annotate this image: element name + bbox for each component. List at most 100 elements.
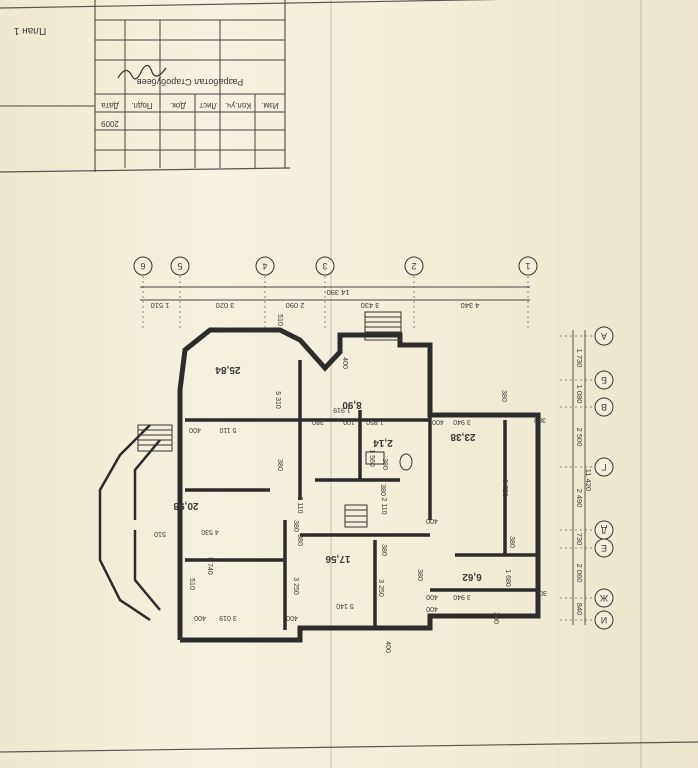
dim-segment: 730	[575, 533, 584, 546]
dim-segment: 1 510	[151, 301, 170, 310]
inner-dimension: 400	[384, 641, 391, 653]
room-area: 17,56	[325, 553, 350, 564]
dim-segment: 3 430	[361, 301, 380, 310]
axis-label: 6	[140, 261, 145, 271]
axis-label: 3	[322, 261, 327, 271]
axis-label: 4	[262, 261, 267, 271]
inner-dimension: 5 110	[219, 426, 236, 433]
axis-label: Б	[601, 375, 607, 385]
inner-dimension: 300	[535, 589, 547, 596]
inner-dimension: 380	[500, 390, 507, 402]
axis-label: В	[601, 402, 607, 412]
inner-dimension-labels: 510 400 5 310 1 919 1 100 380 5 110 380 400 3 940…	[154, 314, 547, 653]
inner-dimension: 380	[416, 569, 423, 581]
axis-label: Ж	[599, 593, 608, 603]
header-col: Док.	[170, 101, 186, 110]
axis-label: А	[601, 331, 607, 341]
exterior-walls	[177, 327, 541, 643]
inner-dimension: 1 919	[333, 406, 351, 413]
dim-segment: 2 500	[575, 428, 584, 447]
axis-label: Г	[601, 462, 606, 472]
inner-dimension: 380	[296, 534, 303, 546]
axis-label: 5	[177, 261, 182, 271]
inner-dimension: 380	[312, 418, 324, 425]
room-area: 2,14	[373, 437, 393, 448]
bay-window	[98, 424, 161, 622]
dim-segment: 4 340	[461, 301, 480, 310]
inner-dimension: 380	[508, 536, 515, 548]
inner-dimension: 5 140	[336, 602, 354, 609]
bath-fixtures	[365, 451, 413, 471]
header-col: Изм.	[261, 101, 278, 110]
room-area: 8,90	[342, 399, 362, 410]
inner-dimension: 510	[276, 314, 283, 326]
inner-dimension: 380	[380, 544, 387, 556]
dim-overall: 14 390	[327, 288, 350, 297]
signature-mark	[117, 64, 167, 80]
dim-segment: 1 730	[575, 349, 584, 368]
inner-dimension: 380	[276, 459, 283, 471]
inner-dimension: 5 720	[501, 479, 508, 497]
room-area: 20,98	[173, 500, 198, 511]
dim-segment: 2 090	[286, 301, 305, 310]
inner-dimension: 1 680	[504, 569, 511, 587]
developer-row: Разработал Старобубеев	[137, 77, 244, 87]
inner-dimension: 2 110	[380, 498, 387, 515]
inner-dimension: 400	[189, 426, 201, 433]
paper-fold	[330, 0, 332, 768]
room-area: 6,62	[462, 571, 482, 582]
inner-dimension: 380	[381, 458, 388, 470]
inner-dimension: 400	[341, 357, 348, 369]
inner-dimension: 5 310	[274, 391, 281, 409]
inner-dimension: 1 100	[343, 418, 361, 425]
dim-segment: 2 060	[575, 564, 584, 583]
inner-dimension: 400	[194, 614, 206, 621]
interior-walls	[185, 360, 538, 630]
inner-dimension: 400	[426, 593, 438, 600]
inner-dimension: 3 019	[219, 614, 237, 621]
inner-dimension: 400	[426, 517, 438, 524]
axis-label: 2	[411, 261, 416, 271]
header-col: Дата	[101, 101, 119, 110]
inner-dimension: 5 740	[206, 557, 213, 575]
inner-dimension: 380	[292, 520, 299, 532]
axis-label: Д	[601, 525, 607, 535]
plan-label: План 1	[13, 25, 46, 36]
inner-dimension: 400	[432, 418, 444, 425]
room-area: 23,38	[450, 431, 475, 442]
header-col: Кол.уч.	[225, 101, 251, 110]
inner-dimension: 2 110	[296, 497, 303, 514]
inner-dimension: 510	[188, 578, 195, 590]
inner-dimension: 510	[154, 530, 166, 537]
dim-overall: 11 420	[584, 469, 593, 491]
inner-dimension: 400	[286, 614, 298, 621]
inner-dimension: 380	[379, 484, 386, 496]
inner-dimension: 300	[534, 416, 546, 423]
header-col: Лист	[199, 101, 217, 110]
dim-segment: 2 490	[575, 489, 584, 508]
dim-segment: 1 080	[575, 385, 584, 404]
inner-dimension: 3 940	[453, 593, 471, 600]
inner-dimension: 400	[426, 605, 438, 612]
axis-label: И	[601, 615, 607, 625]
year-cell: 2009	[101, 119, 119, 128]
inner-dimension: 3 250	[377, 579, 384, 597]
dim-segment: 840	[575, 603, 584, 616]
inner-dimension: 4 530	[201, 528, 219, 535]
inner-dimension: 1 850	[366, 418, 384, 425]
axis-label: Е	[601, 543, 607, 553]
paper-fold	[640, 0, 642, 768]
axis-label: 1	[525, 261, 530, 271]
header-col: Подп.	[131, 101, 152, 110]
room-area: 25,84	[215, 364, 240, 375]
dimension-lines	[140, 286, 586, 625]
inner-dimension: 300	[492, 612, 499, 624]
inner-dimension: 1 560	[368, 449, 375, 467]
dim-segment: 3 020	[216, 301, 235, 310]
title-block-grid	[0, 19, 285, 168]
inner-dimension: 3 940	[453, 418, 471, 425]
stairs	[137, 311, 402, 528]
inner-dimension: 3 250	[292, 577, 299, 595]
